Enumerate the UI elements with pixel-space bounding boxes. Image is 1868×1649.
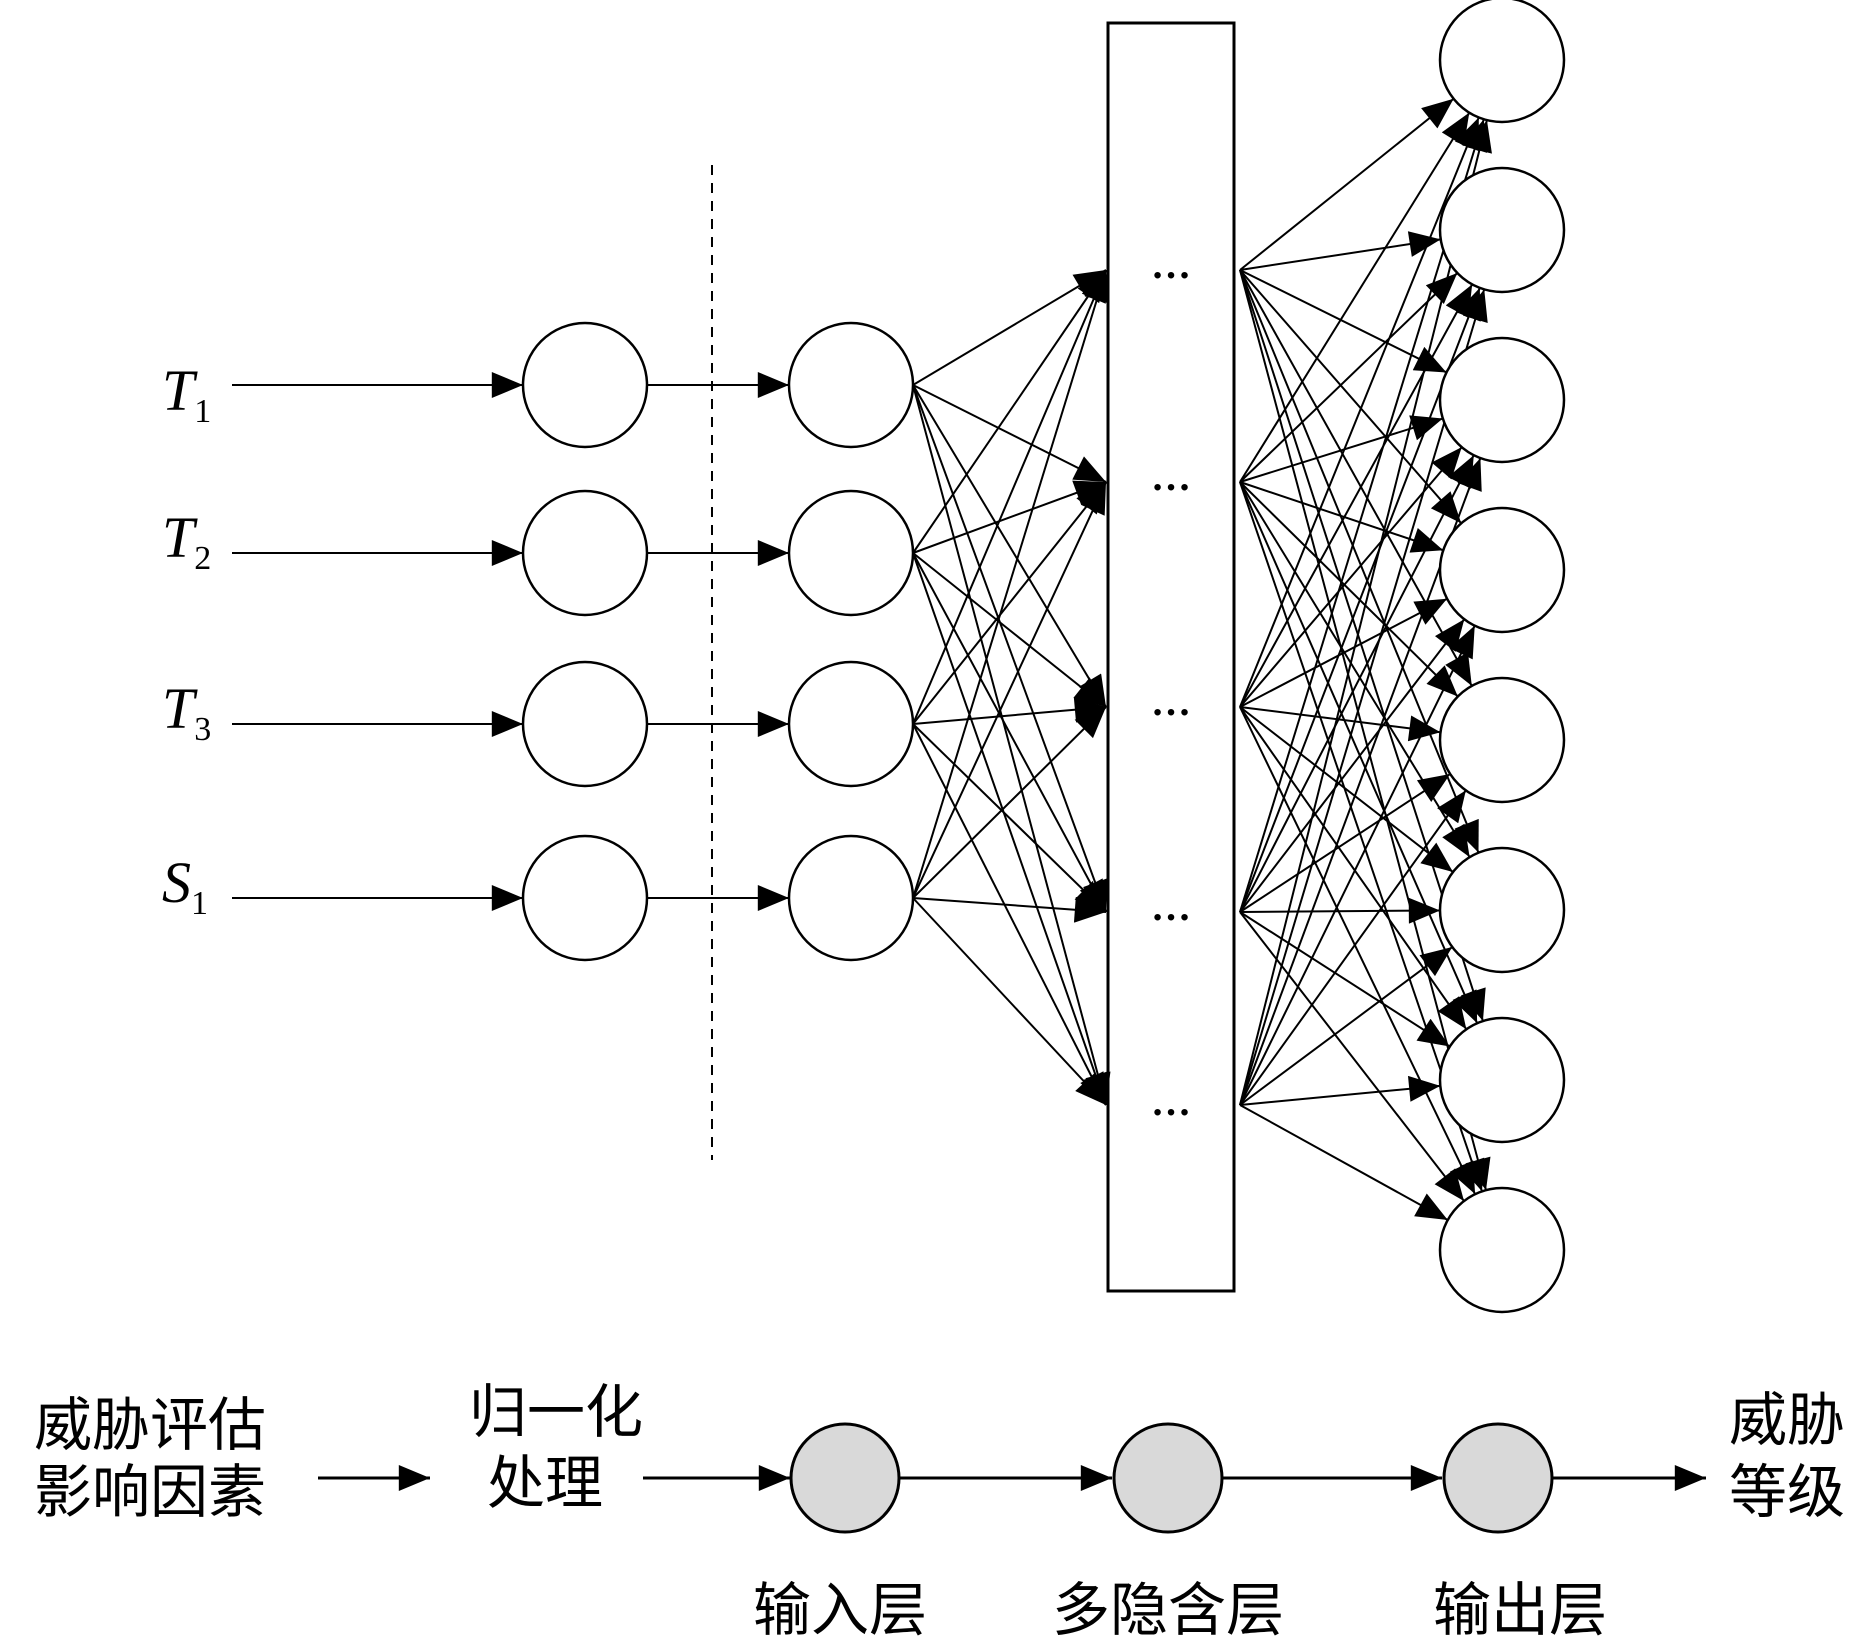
hidden-output-edge (1239, 1104, 1449, 1221)
preprocess-node (521, 834, 649, 962)
input-label-t3: T3 (162, 676, 211, 748)
hidden-output-edge (1239, 911, 1451, 1048)
hidden-output-edge (1239, 97, 1455, 271)
input-hidden-edge (912, 696, 1107, 725)
hidden-output-edge (1239, 946, 1453, 1106)
output-node (1438, 676, 1566, 804)
input-hidden-edge (912, 896, 1107, 923)
hidden-output-edge (1239, 897, 1441, 924)
hidden-output-edge (1239, 269, 1462, 524)
flow-result-line1: 威胁 (1729, 1386, 1845, 1454)
input-hidden-edge (912, 384, 1107, 708)
hidden-output-edge (1239, 773, 1451, 913)
input-hidden-edge (912, 269, 1110, 899)
input-hidden-edge (912, 723, 1107, 913)
hidden-output-edge (1239, 618, 1466, 913)
hidden-output-edge (1239, 481, 1459, 698)
hidden-ellipsis: … (1151, 1079, 1191, 1124)
hidden-output-edge (1239, 269, 1447, 374)
input-hidden-edge (912, 897, 1107, 1106)
input-hidden-edge (912, 552, 1107, 913)
input-node (787, 489, 915, 617)
hidden-output-edge (1239, 625, 1476, 1106)
hidden-ellipsis: … (1151, 454, 1191, 499)
input-hidden-edge (912, 706, 1107, 899)
network-nodes (521, 0, 1566, 1314)
input-label-t1: T1 (162, 358, 211, 430)
hidden-output-edge (1239, 117, 1480, 708)
output-node (1438, 336, 1566, 464)
hidden-output-edge (1239, 283, 1474, 708)
output-node (1438, 1186, 1566, 1314)
flow-result-line2: 等级 (1729, 1458, 1845, 1526)
flow-hidden-node (1112, 1422, 1224, 1534)
hidden-output-edge (1239, 1075, 1441, 1106)
hidden-output-edge (1239, 272, 1459, 483)
input-hidden-edge (912, 269, 1107, 386)
preprocess-node (521, 660, 649, 788)
input-hidden-edge (912, 481, 1107, 899)
input-hidden-edge (912, 481, 1107, 725)
preprocess-node (521, 489, 649, 617)
hidden-ellipses: … … … … … (1151, 242, 1191, 1124)
network-edges (232, 97, 1492, 1221)
flow-output-node (1442, 1422, 1554, 1534)
hidden-ellipsis: … (1151, 679, 1191, 724)
layer-label-input: 输入层 (753, 1576, 927, 1644)
layer-label-output: 输出层 (1433, 1576, 1607, 1644)
preprocess-node (521, 321, 649, 449)
hidden-output-edge (1239, 119, 1492, 1106)
input-hidden-edge (912, 269, 1107, 725)
flow-factors-line1: 威胁评估 (34, 1391, 266, 1459)
hidden-layer-box (1106, 21, 1236, 1293)
flow-row: 威胁评估 影响因素 归一化 处理 威胁 等级 (34, 1378, 1845, 1534)
layer-label-hidden: 多隐含层 (1052, 1576, 1284, 1644)
input-label-t2: T2 (162, 505, 211, 577)
flow-input-node (789, 1422, 901, 1534)
input-hidden-edge (912, 269, 1107, 554)
input-hidden-edge (912, 552, 1107, 708)
hidden-output-edge (1239, 481, 1444, 553)
output-node (1438, 0, 1566, 124)
input-node (787, 834, 915, 962)
hidden-ellipsis: … (1151, 242, 1191, 287)
input-hidden-edge (912, 723, 1107, 1106)
input-label-s1: S1 (162, 850, 208, 922)
hidden-output-edge (1239, 415, 1444, 483)
output-node (1438, 1016, 1566, 1144)
hidden-output-edge (1239, 706, 1454, 873)
input-hidden-edge (912, 552, 1108, 1106)
hidden-output-edge (1239, 454, 1475, 913)
hidden-output-edge (1239, 289, 1488, 1106)
hidden-output-edge (1239, 112, 1471, 483)
input-labels: T1 T2 T3 S1 (162, 358, 211, 922)
input-hidden-edge (912, 384, 1107, 483)
hidden-output-edge (1239, 231, 1441, 271)
hidden-output-edge (1239, 706, 1476, 1195)
output-node (1438, 846, 1566, 974)
output-node (1438, 506, 1566, 634)
input-node (787, 660, 915, 788)
input-node (787, 321, 915, 449)
hidden-output-edge (1239, 269, 1480, 854)
flow-normalize-line2: 处理 (487, 1449, 603, 1517)
layer-labels: 输入层 多隐含层 输出层 (753, 1576, 1607, 1644)
output-node (1438, 166, 1566, 294)
input-hidden-edge (912, 384, 1108, 913)
hidden-output-edge (1239, 789, 1467, 1106)
hidden-ellipsis: … (1151, 884, 1191, 929)
input-hidden-edge (912, 480, 1107, 554)
hidden-output-edge (1239, 597, 1448, 708)
hidden-output-edge (1239, 481, 1479, 1024)
flow-normalize-line1: 归一化 (469, 1378, 643, 1446)
hidden-output-edge (1239, 706, 1441, 742)
flow-factors-line2: 影响因素 (34, 1458, 266, 1526)
